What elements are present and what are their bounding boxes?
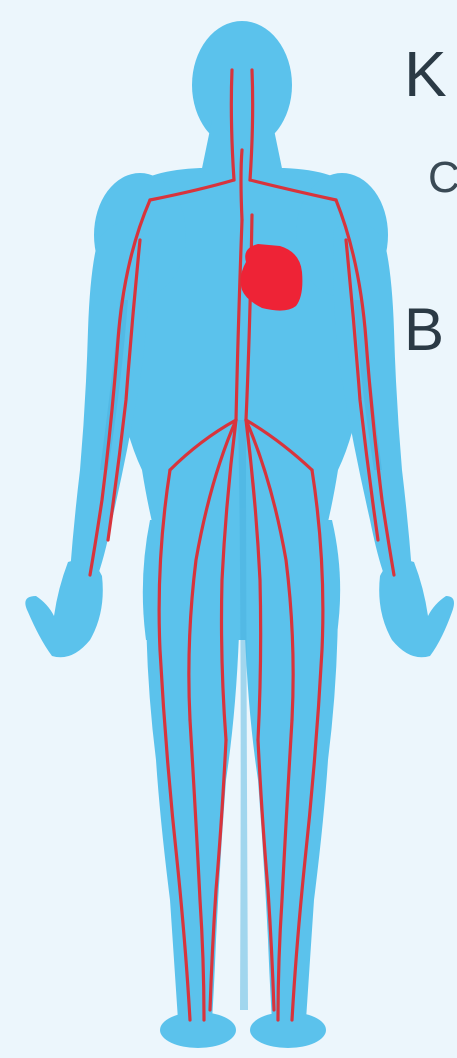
text-fragment-3: B — [404, 300, 444, 360]
text-fragment-1: K — [404, 42, 447, 106]
text-fragment-2: C — [428, 156, 457, 200]
